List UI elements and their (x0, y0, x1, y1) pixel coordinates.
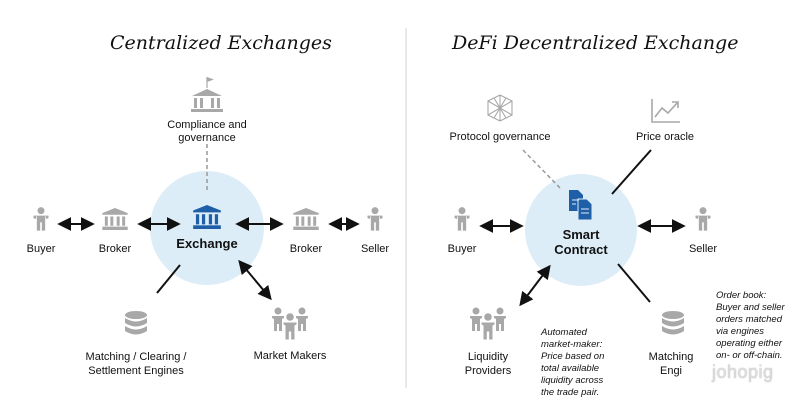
cex-broker-left-bank-icon (102, 208, 128, 230)
exchange-matching-link (156, 264, 181, 294)
compliance-building-icon (191, 77, 223, 112)
smart-contract-document-icon (569, 190, 593, 221)
governance-dashed-link (522, 149, 563, 191)
oracle-contract-link (611, 149, 652, 195)
cex-seller-person-icon (367, 207, 383, 231)
dex-matching-label: Matching Engi (648, 351, 694, 377)
cex-broker-right-label: Broker (289, 243, 323, 255)
cex-broker-right-bank-icon (293, 208, 319, 230)
liquidity-providers-label: Liquidity Providers (464, 351, 512, 377)
cex-buyer-person-icon (33, 207, 49, 231)
dex-buyer-label: Buyer (447, 243, 477, 255)
price-oracle-label: Price oracle (635, 131, 695, 143)
smart-contract-hub-circle (525, 174, 637, 286)
compliance-label: Compliance and governance (167, 119, 247, 144)
order-book-note: Order book: Buyer and seller orders matc… (716, 290, 785, 361)
market-makers-label: Market Makers (253, 350, 327, 362)
dex-title: DeFi Decentralized Exchange (452, 32, 739, 54)
liquidity-providers-group-icon (470, 307, 506, 340)
market-makers-group-icon (272, 307, 308, 340)
matching-engine-database-icon (125, 311, 147, 335)
amm-note: Automated market-maker: Price based on t… (541, 327, 605, 398)
watermark: johopig (712, 362, 774, 382)
contract-matching-link (617, 263, 651, 303)
dex-seller-label: Seller (688, 243, 718, 255)
contract-liquidity-arrow (519, 264, 551, 307)
price-oracle-chart-icon (651, 99, 680, 123)
cex-broker-left-label: Broker (98, 243, 132, 255)
cex-buyer-label: Buyer (26, 243, 56, 255)
dex-matching-engine-database-icon (662, 311, 684, 335)
smart-contract-label: Smart Contract (554, 227, 608, 257)
protocol-governance-network-icon (487, 94, 513, 122)
exchange-label: Exchange (176, 236, 238, 251)
dex-buyer-person-icon (454, 207, 470, 231)
cex-seller-label: Seller (360, 243, 390, 255)
exchange-marketmakers-arrow (238, 259, 272, 301)
protocol-governance-label: Protocol governance (449, 131, 551, 143)
dex-seller-person-icon (695, 207, 711, 231)
cex-title: Centralized Exchanges (110, 32, 332, 54)
matching-engines-label: Matching / Clearing / Settlement Engines (85, 351, 187, 377)
